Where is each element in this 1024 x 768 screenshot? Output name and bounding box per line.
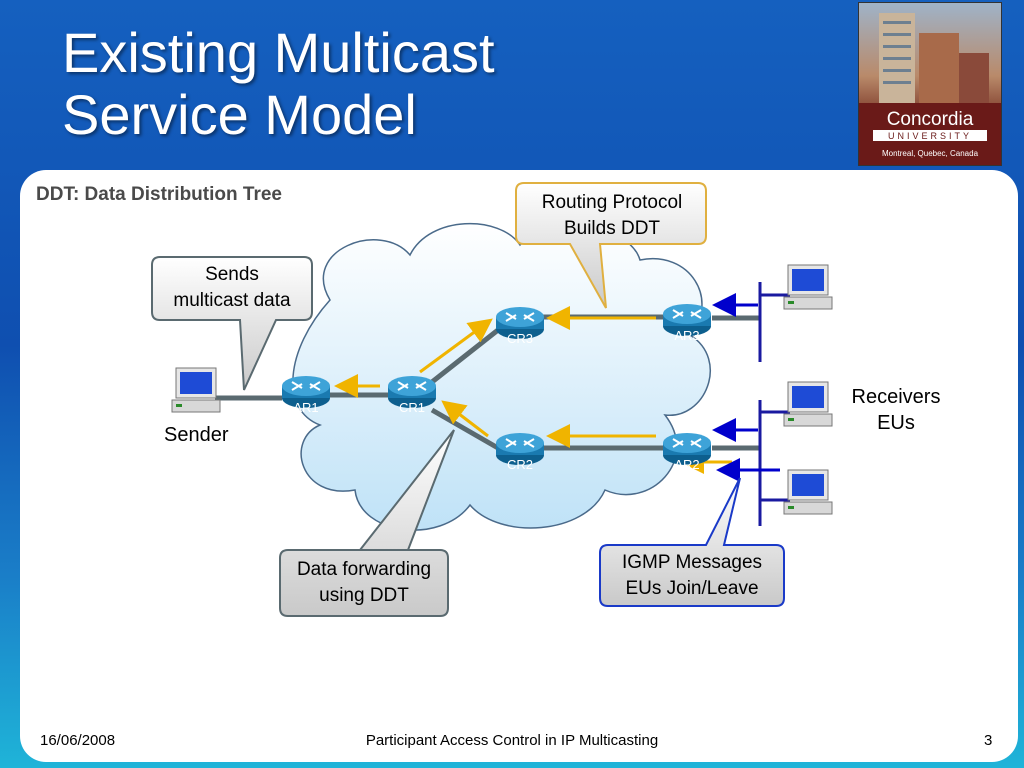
logo-sub: UNIVERSITY (888, 131, 972, 141)
receivers-line2: EUs (877, 412, 915, 434)
callout-forwarding-text: Data forwarding using DDT (280, 557, 448, 609)
router-cr1-label: CR1 (399, 400, 425, 415)
router-cr2: CR2 (495, 432, 545, 472)
router-ar3-label: AR3 (674, 328, 699, 343)
lan-bars (758, 282, 790, 526)
ddt-label: DDT: Data Distribution Tree (36, 184, 282, 205)
callout-routing-line2: Builds DDT (563, 218, 661, 239)
title-line-1: Existing Multicast (62, 21, 495, 84)
igmp-arrows (712, 293, 780, 482)
receivers-line1: Receivers (851, 386, 941, 408)
receiver-pc-icon (783, 381, 833, 427)
receivers-label: Receivers EUs (840, 384, 952, 436)
sender-label: Sender (164, 424, 229, 446)
callout-sends (151, 256, 313, 391)
callout-igmp-line2: EUs Join/Leave (625, 578, 759, 599)
callout-sends-line1: Sends (205, 264, 259, 285)
concordia-logo: Concordia UNIVERSITY Montreal, Quebec, C… (858, 2, 1002, 166)
router-ar1: AR1 (281, 375, 331, 415)
callout-sends-text: Sends multicast data (152, 262, 312, 314)
sender-pc-icon (171, 367, 221, 413)
callout-igmp (599, 477, 785, 607)
callout-forwarding-line1: Data forwarding (296, 559, 432, 580)
page-number: 3 (984, 732, 993, 749)
router-cr2-label: CR2 (507, 457, 533, 472)
footer-title: Participant Access Control in IP Multica… (365, 732, 659, 749)
title-line-2: Service Model (62, 83, 417, 146)
network-cloud (292, 222, 711, 531)
receiver-pc-icon (783, 264, 833, 310)
slide-title: Existing Multicast Service Model (62, 22, 822, 146)
callout-sends-line2: multicast data (173, 290, 291, 311)
router-ar2: AR2 (662, 432, 712, 472)
callout-igmp-text: IGMP Messages EUs Join/Leave (600, 550, 784, 602)
logo-name: Concordia (887, 109, 974, 130)
callout-forwarding-line2: using DDT (319, 585, 409, 606)
callout-igmp-line1: IGMP Messages (621, 552, 763, 573)
router-ar1-label: AR1 (293, 400, 318, 415)
router-cr1: CR1 (387, 375, 437, 415)
callout-forwarding (279, 429, 455, 617)
callout-routing-line1: Routing Protocol (541, 192, 683, 213)
footer-date: 16/06/2008 (40, 732, 116, 749)
receiver-pc-icon (783, 469, 833, 515)
logo-place: Montreal, Quebec, Canada (882, 149, 979, 158)
router-cr3-label: CR3 (507, 331, 533, 346)
callout-routing-text: Routing Protocol Builds DDT (518, 190, 706, 242)
callout-routing-protocol (515, 182, 707, 309)
router-cr3: CR3 (495, 306, 545, 346)
router-ar3: AR3 (662, 303, 712, 343)
router-ar2-label: AR2 (674, 457, 699, 472)
